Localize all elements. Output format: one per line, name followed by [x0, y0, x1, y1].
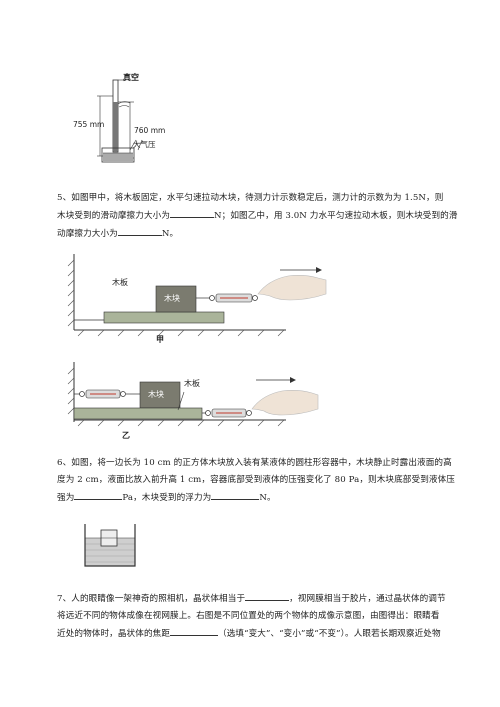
q7-blank-1[interactable] [245, 590, 290, 601]
jia-board-label: 木板 [112, 278, 128, 287]
container-drawing [84, 524, 136, 567]
yi-caption: 乙 [122, 431, 130, 440]
figure-jia-drawing [67, 254, 327, 337]
question-5: 5、如图甲中，将木板固定，水平匀速拉动木块，待测力计示数稳定后，测力计的示数为为… [57, 190, 467, 243]
q7-line2: 将远近不同的物体成像在视网膜上。右图是不同位置处的两个物体的成像示意图，由图得出… [57, 611, 440, 621]
left-height-label: 755 mm [73, 120, 105, 129]
figure-yi: 木板 木块 乙 [60, 358, 340, 448]
question-6: 6、如图，将一边长为 10 cm 的正方体木块放入装有某液体的圆柱形容器中，木块… [57, 455, 467, 507]
q5-number: 5、 [57, 193, 72, 203]
q7-number: 7、 [57, 594, 72, 604]
yi-board-label: 木板 [184, 379, 200, 388]
q7-blank-2[interactable] [170, 625, 219, 636]
q6-line1: 6、如图，将一边长为 10 cm 的正方体木块放入装有某液体的圆柱形容器中，木块… [57, 458, 452, 468]
q6-number: 6、 [57, 458, 72, 468]
barometer-drawing [97, 79, 143, 163]
q5-line1: 5、如图甲中，将木板固定，水平匀速拉动木块，待测力计示数稳定后，测力计的示数为为… [57, 193, 444, 203]
q7-line3: 近处的物体时，晶状体的焦距（选填“变大”、“变小”或“不变”）。人眼若长期观察近… [57, 625, 467, 643]
yi-block-label: 木块 [148, 390, 164, 399]
figure-jia: 木板 木块 甲 [60, 250, 340, 350]
barometer-figure: 真空 755 mm 760 mm 大气压 [73, 73, 188, 166]
q6-line2: 度为 2 cm，液面比放入前升高 1 cm，容器底部受到液体的压强变化了 80 … [57, 475, 455, 485]
q6-blank-2[interactable] [211, 489, 260, 500]
figure-yi-drawing [67, 362, 319, 427]
air-pressure-label: 大气压 [133, 140, 156, 149]
q5-blank-2[interactable] [117, 225, 162, 236]
jia-block-label: 木块 [164, 294, 180, 303]
right-height-label: 760 mm [134, 126, 166, 135]
q6-blank-1[interactable] [74, 489, 123, 500]
jia-caption: 甲 [156, 335, 164, 344]
q7-line1: 7、人的眼睛像一架神奇的照相机，晶状体相当于，视网膜相当于胶片，通过晶状体的调节 [57, 590, 467, 608]
container-figure [75, 520, 145, 570]
question-7: 7、人的眼睛像一架神奇的照相机，晶状体相当于，视网膜相当于胶片，通过晶状体的调节… [57, 590, 467, 643]
vacuum-label: 真空 [123, 73, 139, 82]
q5-blank-1[interactable] [170, 207, 215, 218]
